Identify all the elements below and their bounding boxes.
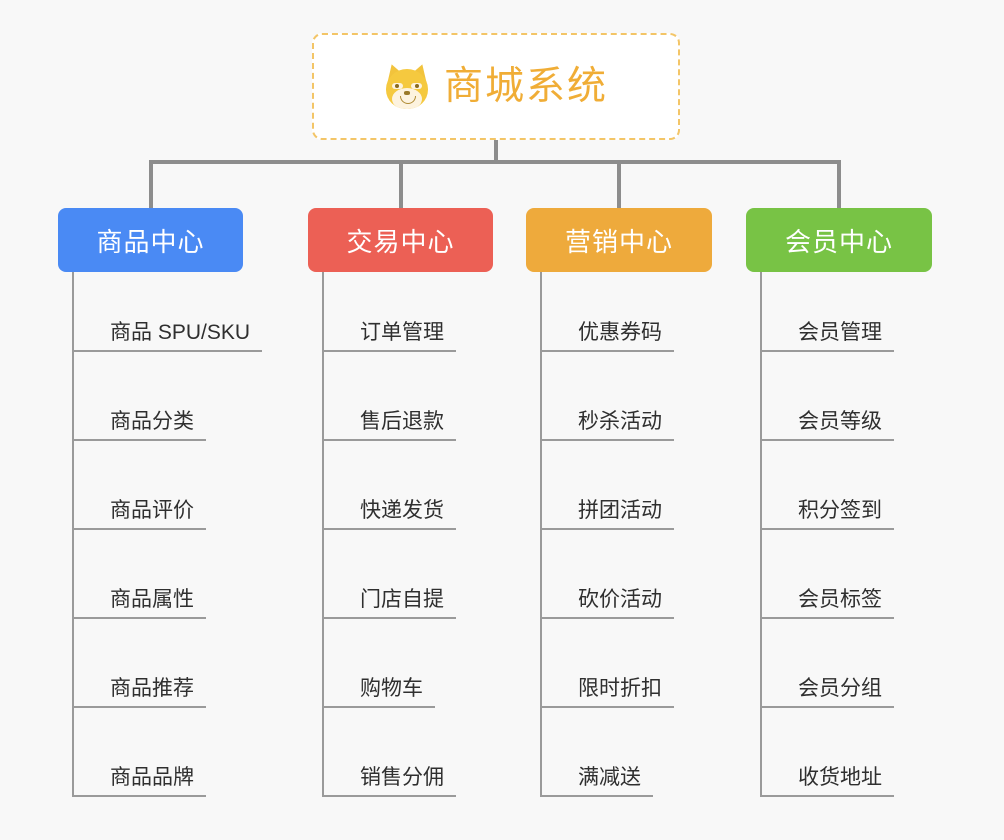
leaf-item-label: 限时折扣	[540, 677, 674, 708]
leaf-item-label: 销售分佣	[322, 766, 456, 797]
connector-branch-member-center	[837, 160, 841, 208]
category-label-member-center: 会员中心	[784, 226, 893, 257]
leaf-trunk-trade-center	[322, 272, 324, 797]
leaf-item[interactable]: 门店自提	[322, 531, 456, 619]
connector-branch-trade-center	[398, 160, 403, 208]
leaf-trunk-member-center	[760, 272, 762, 797]
leaf-item[interactable]: 商品属性	[72, 531, 206, 619]
leaf-item-label: 积分签到	[760, 499, 894, 530]
leaf-item-label: 商品属性	[72, 588, 206, 619]
leaf-item[interactable]: 积分签到	[760, 442, 894, 530]
leaf-item-label: 商品推荐	[72, 677, 206, 708]
leaf-item[interactable]: 会员标签	[760, 531, 894, 619]
category-box-trade-center[interactable]: 交易中心	[308, 208, 493, 272]
leaf-item[interactable]: 砍价活动	[540, 531, 674, 619]
leaf-item[interactable]: 会员等级	[760, 353, 894, 441]
category-label-marketing-center: 营销中心	[564, 226, 673, 257]
leaf-item-label: 商品评价	[72, 499, 206, 530]
leaf-item[interactable]: 商品 SPU/SKU	[72, 264, 263, 352]
connector-horizontal-bus	[148, 160, 841, 164]
leaf-item[interactable]: 商品分类	[72, 353, 206, 441]
leaf-item[interactable]: 秒杀活动	[540, 353, 674, 441]
category-label-trade-center: 交易中心	[346, 226, 455, 257]
leaf-item[interactable]: 销售分佣	[322, 709, 456, 797]
connector-branch-product-center	[148, 160, 153, 208]
category-box-member-center[interactable]: 会员中心	[746, 208, 932, 272]
leaf-item[interactable]: 商品推荐	[72, 620, 206, 708]
leaf-item[interactable]: 拼团活动	[540, 442, 674, 530]
root-node-title: 商城系统	[443, 65, 608, 108]
leaf-item-label: 优惠券码	[540, 321, 674, 352]
leaf-item[interactable]: 订单管理	[322, 264, 456, 352]
leaf-item[interactable]: 优惠券码	[540, 264, 674, 352]
leaf-trunk-product-center	[72, 272, 74, 797]
leaf-item[interactable]: 快递发货	[322, 442, 456, 530]
connector-branch-marketing-center	[617, 160, 621, 208]
leaf-item-label: 收货地址	[760, 766, 894, 797]
category-box-product-center[interactable]: 商品中心	[58, 208, 243, 272]
leaf-item-label: 商品 SPU/SKU	[72, 321, 263, 352]
leaf-item[interactable]: 满减送	[540, 709, 653, 797]
leaf-item[interactable]: 限时折扣	[540, 620, 674, 708]
leaf-item-label: 商品品牌	[72, 766, 206, 797]
leaf-item[interactable]: 收货地址	[760, 709, 894, 797]
leaf-item-label: 满减送	[540, 766, 653, 797]
leaf-item[interactable]: 商品品牌	[72, 709, 206, 797]
leaf-item-label: 会员分组	[760, 677, 894, 708]
leaf-item[interactable]: 商品评价	[72, 442, 206, 530]
leaf-item-label: 秒杀活动	[540, 410, 674, 441]
leaf-item-label: 会员等级	[760, 410, 894, 441]
root-node-mall-system[interactable]: 商城系统	[312, 33, 680, 140]
leaf-item-label: 售后退款	[322, 410, 456, 441]
category-label-product-center: 商品中心	[96, 226, 205, 257]
connector-root-stem	[494, 140, 498, 164]
leaf-item-label: 拼团活动	[540, 499, 674, 530]
shiba-dog-face-icon	[383, 61, 431, 110]
leaf-item[interactable]: 购物车	[322, 620, 435, 708]
leaf-item-label: 订单管理	[322, 321, 456, 352]
leaf-item-label: 购物车	[322, 677, 435, 708]
leaf-item-label: 快递发货	[322, 499, 456, 530]
leaf-item-label: 会员管理	[760, 321, 894, 352]
leaf-item-label: 会员标签	[760, 588, 894, 619]
leaf-item[interactable]: 售后退款	[322, 353, 456, 441]
leaf-trunk-marketing-center	[540, 272, 542, 797]
leaf-item-label: 砍价活动	[540, 588, 674, 619]
category-box-marketing-center[interactable]: 营销中心	[526, 208, 712, 272]
leaf-item-label: 商品分类	[72, 410, 206, 441]
leaf-item[interactable]: 会员管理	[760, 264, 894, 352]
leaf-item-label: 门店自提	[322, 588, 456, 619]
leaf-item[interactable]: 会员分组	[760, 620, 894, 708]
